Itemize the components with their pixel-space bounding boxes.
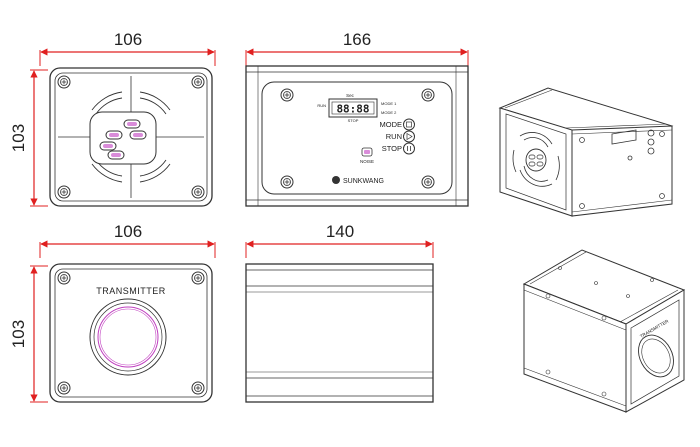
logo-icon (332, 176, 340, 184)
control-buttons: MODE RUN STOP (380, 118, 415, 155)
stop-label: STOP (382, 144, 402, 153)
display-mode1-label: MODE 1 (381, 101, 397, 106)
run-label: RUN (386, 132, 402, 141)
dim-bottom-side-width: 140 (245, 222, 434, 258)
iso-display (611, 129, 637, 145)
transmitter-lens (89, 298, 167, 376)
front-vent-ring (512, 132, 560, 187)
iso-lens (638, 334, 674, 378)
brand-logo: SUNKWANG (332, 176, 384, 185)
dim-bottom-front-height: 103 (9, 265, 48, 403)
dim-top-front-height: 103 (9, 69, 48, 207)
square-icon (406, 121, 412, 128)
mode-label: MODE (380, 120, 403, 129)
isometric-transmitter: TRANSMITTER (522, 249, 686, 413)
isometric-receiver (498, 87, 674, 217)
play-icon (406, 132, 413, 141)
digital-display: Sec 88:88 RUN MODE 1 MODE 2 STOP (317, 93, 397, 123)
front-view-receiver: 106 103 (9, 30, 216, 207)
transmitter-label: TRANSMITTER (96, 286, 166, 296)
display-run-label: RUN (317, 103, 326, 108)
dim-top-side-width: 166 (245, 30, 469, 66)
dim-label-top-side-width: 166 (343, 30, 371, 49)
dim-bottom-front-width: 106 (39, 222, 216, 258)
dim-label-bottom-front-width: 106 (114, 222, 142, 241)
dim-label-bottom-front-height: 103 (9, 320, 28, 348)
housing-outline (245, 65, 469, 207)
mode-button[interactable] (403, 118, 415, 131)
iso-button (647, 129, 655, 137)
front-view-transmitter: 106 103 TRANSMITTER (9, 222, 216, 403)
dim-top-front-width: 106 (39, 30, 216, 66)
side-face (571, 125, 673, 217)
brand-name: SUNKWANG (343, 178, 384, 185)
run-button[interactable] (403, 130, 415, 143)
led-indicators (99, 119, 147, 160)
iso-button (647, 138, 655, 146)
housing-outline (245, 263, 434, 403)
display-sec-label: Sec (346, 93, 355, 98)
dim-label-bottom-side-width: 140 (326, 222, 354, 241)
iso-button (647, 147, 655, 155)
stop-button[interactable] (403, 142, 415, 155)
housing-outline (49, 263, 213, 403)
side-view-transmitter: 140 (245, 222, 434, 403)
noise-label: NOISE (360, 159, 374, 164)
dim-label-top-front-width: 106 (114, 30, 142, 49)
noise-indicator: NOISE (360, 147, 374, 164)
dim-label-top-front-height: 103 (9, 124, 28, 152)
display-digits: 88:88 (336, 103, 369, 116)
side-view-control-panel: 166 Sec 88:88 RUN MODE 1 MODE 2 STOP MOD… (245, 30, 469, 207)
display-stop-label: STOP (348, 118, 359, 123)
display-mode2-label: MODE 2 (381, 110, 397, 115)
